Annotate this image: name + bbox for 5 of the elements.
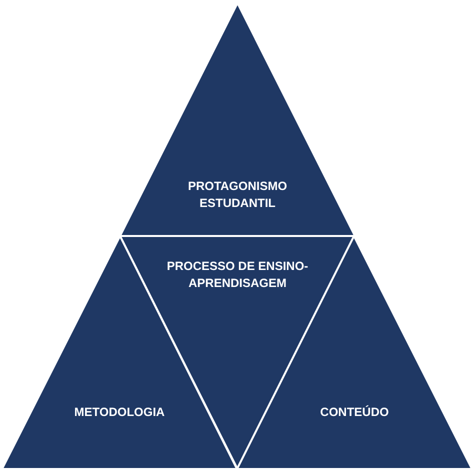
segment-label: PROCESSO DE ENSINO-APRENDISAGEM [166, 258, 310, 292]
triangle-segment [120, 3, 355, 236]
segment-label: CONTEÚDO [320, 404, 389, 421]
segment-label: PROTAGONISMO ESTUDANTIL [186, 178, 288, 212]
segment-label: METODOLOGIA [74, 404, 165, 421]
